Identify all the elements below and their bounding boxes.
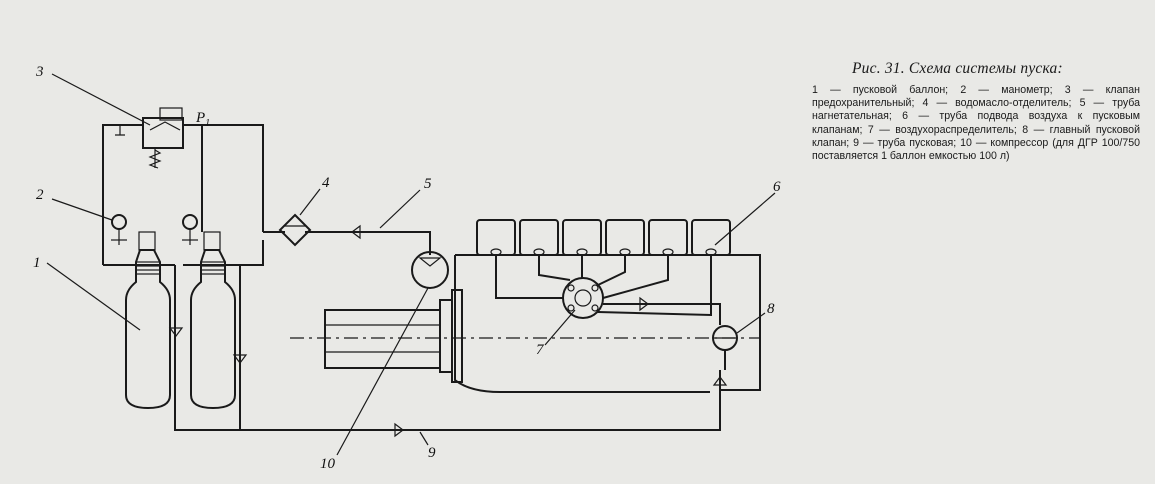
discharge-pipe	[263, 224, 431, 255]
label-9: 9	[428, 445, 436, 461]
figure-caption: Рис. 31. Схема системы пуска: 1 — пусков…	[812, 60, 1140, 163]
figure-title: Рис. 31. Схема системы пуска:	[852, 60, 1063, 77]
main-start-valve	[712, 325, 738, 370]
label-4: 4	[322, 175, 330, 191]
manometer	[111, 214, 198, 245]
label-8: 8	[767, 301, 775, 317]
label-1: 1	[33, 255, 41, 271]
safety-valve	[142, 107, 184, 169]
number-labels: 3 2 1 4 5 6 7 8 9 10 P1	[33, 64, 781, 472]
starting-pipe	[168, 265, 728, 438]
label-3: 3	[35, 64, 44, 80]
starting-cylinder-right	[190, 231, 236, 410]
label-7: 7	[536, 342, 545, 358]
compressor	[411, 251, 449, 289]
engine-body	[290, 254, 761, 393]
label-10: 10	[320, 456, 336, 472]
air-distributor	[562, 277, 604, 319]
leader-lines	[46, 73, 776, 456]
label-p1: P1	[195, 110, 210, 129]
label-5: 5	[424, 176, 432, 192]
water-oil-separator	[278, 213, 312, 247]
label-6: 6	[773, 179, 781, 195]
figure-legend: 1 — пусковой баллон; 2 — манометр; 3 — к…	[812, 84, 1140, 163]
cylinder-manifold-pipes	[102, 124, 264, 266]
air-supply-pipes	[495, 255, 721, 325]
starting-cylinder-left	[125, 231, 171, 410]
label-2: 2	[36, 187, 44, 203]
cylinder-heads	[476, 219, 731, 256]
